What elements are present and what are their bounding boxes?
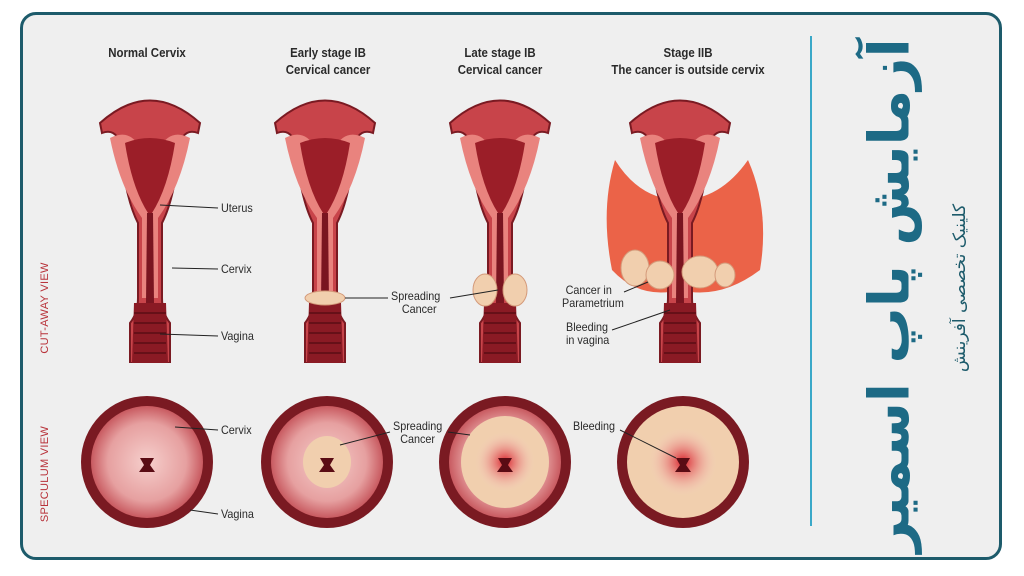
title-line: Cervical cancer: [457, 62, 543, 77]
brand-divider: [810, 36, 812, 526]
label-speculum-vagina: Vagina: [221, 507, 254, 521]
cutaway-view-label: CUT-AWAY VIEW: [39, 262, 51, 354]
label-cervix: Cervix: [221, 262, 252, 276]
title-normal-cervix: Normal Cervix: [50, 44, 244, 61]
title-line: Normal Cervix: [108, 45, 186, 60]
label-line: in vagina: [566, 333, 610, 347]
speculum-views: [81, 396, 749, 528]
speculum-view-label: SPECULUM VIEW: [39, 425, 51, 523]
label-line: Cancer in: [565, 283, 612, 297]
title-line: The cancer is outside cervix: [611, 62, 765, 77]
label-line: Parametrium: [562, 296, 624, 310]
brand-subtitle: کلینیک تخصصی آفرینش: [950, 203, 970, 373]
title-line: Early stage IB: [290, 45, 366, 60]
label-line: Cancer: [400, 432, 436, 446]
leader-lines: [159, 204, 677, 515]
title-line: Stage IIB: [663, 45, 713, 60]
uterus-early-ib: [274, 99, 376, 363]
uterus-normal: [99, 99, 201, 363]
brand-title: آزمایش پاپ اسمیر: [857, 38, 923, 553]
label-speculum-bleeding: Bleeding: [573, 419, 616, 433]
title-late-ib: Late stage IB Cervical cancer: [403, 44, 597, 78]
label-vagina: Vagina: [221, 329, 254, 343]
label-speculum-cervix: Cervix: [221, 423, 252, 437]
cancer-masses: [304, 249, 736, 307]
label-line: Bleeding: [566, 320, 609, 334]
uterus-late-ib: [449, 99, 551, 363]
label-line: Spreading: [391, 289, 441, 303]
title-stage-iib: Stage IIB The cancer is outside cervix: [582, 44, 793, 78]
label-line: Spreading: [393, 419, 443, 433]
title-early-ib: Early stage IB Cervical cancer: [231, 44, 425, 78]
title-line: Cervical cancer: [285, 62, 371, 77]
label-line: Cancer: [401, 302, 437, 316]
label-uterus: Uterus: [221, 201, 253, 215]
title-line: Late stage IB: [464, 45, 536, 60]
